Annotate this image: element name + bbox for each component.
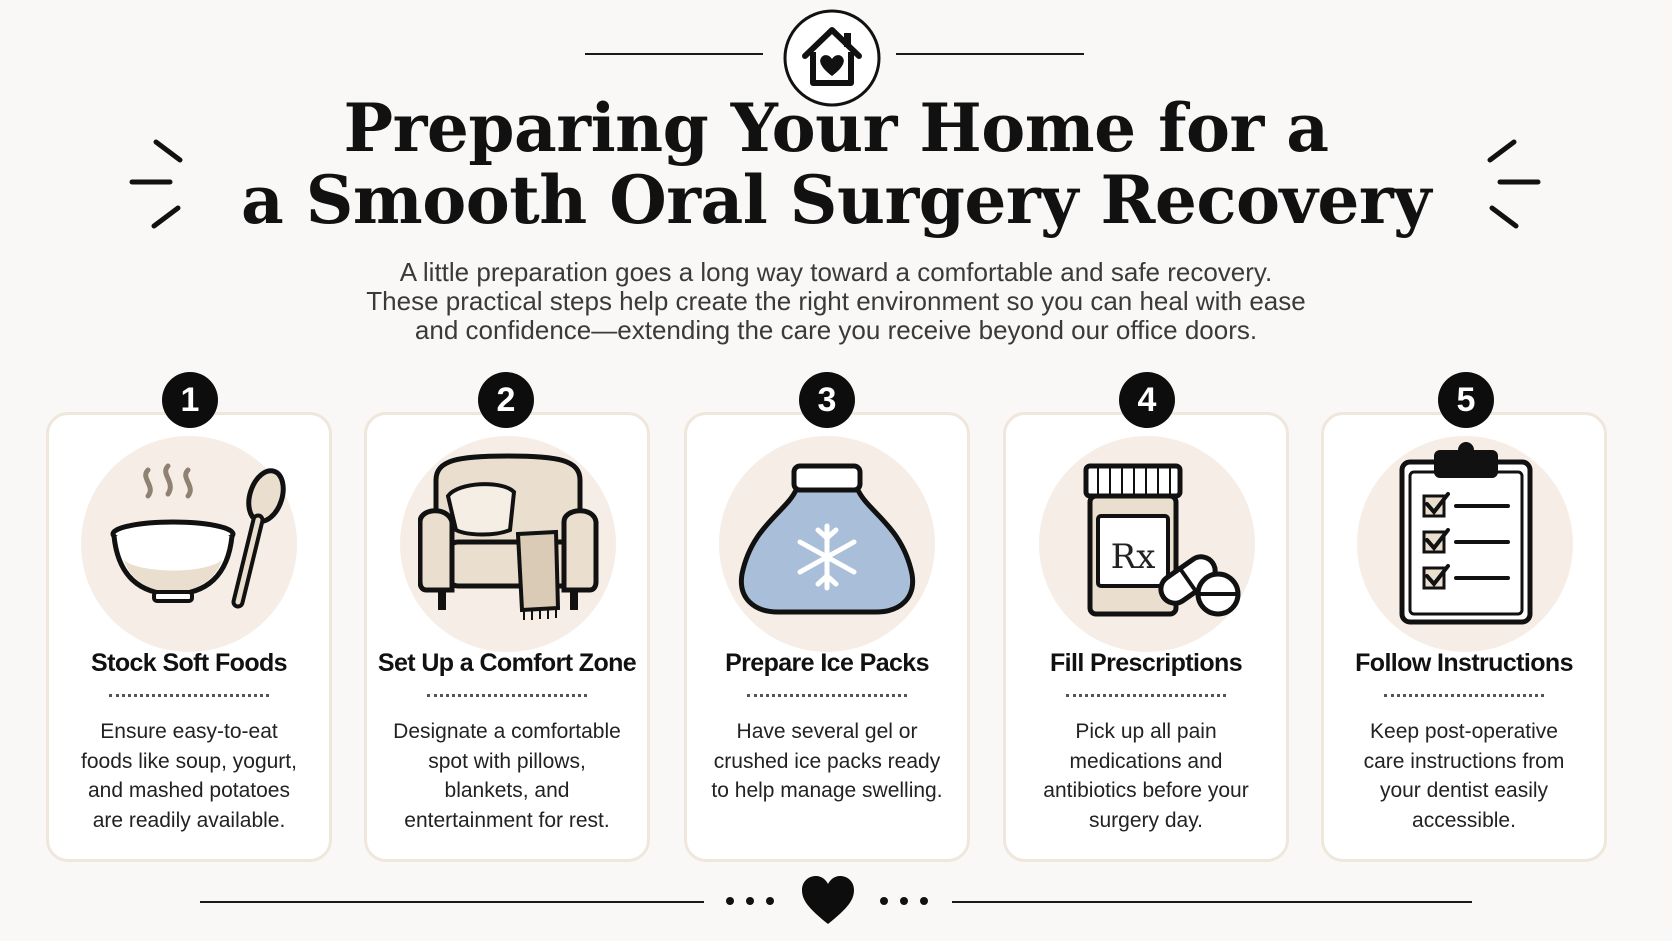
step-description-line: are readily available.: [92, 808, 286, 832]
step-description-line: foods like soup, yogurt,: [81, 749, 297, 773]
footer-dots-left: [726, 897, 774, 905]
step-description-line: Designate a comfortable: [393, 720, 621, 743]
footer-rule-right: [952, 901, 1472, 903]
home-heart-icon: [783, 9, 881, 107]
heart-icon: [802, 876, 854, 924]
clipboard-checklist-icon: [1399, 442, 1533, 625]
page-title-line-1: Preparing Your Home for a: [343, 89, 1329, 167]
step-divider: [109, 694, 269, 701]
prescription-bottle-icon: Rx: [1083, 463, 1241, 617]
step-description-line: Keep post-operative: [1370, 720, 1558, 743]
soup-bowl-icon: [110, 463, 286, 609]
step-title: Stock Soft Foods: [91, 649, 288, 677]
step-number-badge: 1: [162, 372, 218, 428]
step-divider: [1066, 694, 1226, 701]
step-description-line: spot with pillows,: [428, 749, 586, 773]
step-title: Follow Instructions: [1355, 649, 1573, 677]
step-description: Ensure easy-to-eat foods like soup, yogu…: [58, 717, 320, 835]
sparkle-right-icon: [1487, 139, 1541, 229]
step-description: Have several gel or crushed ice packs re…: [696, 717, 958, 806]
subtitle-line-2: These practical steps help create the ri…: [366, 286, 1306, 316]
step-description-line: Ensure easy-to-eat: [100, 720, 278, 743]
step-description-line: entertainment for rest.: [404, 808, 610, 832]
step-description-line: Have several gel or: [736, 720, 918, 743]
page-title: Preparing Your Home for a a Smooth Oral …: [0, 92, 1672, 236]
step-description-line: Pick up all pain: [1075, 720, 1217, 743]
step-description-line: and mashed potatoes: [88, 779, 290, 802]
step-description-line: your dentist easily: [1379, 779, 1549, 802]
rx-label: Rx: [1111, 537, 1156, 577]
page-subtitle: A little preparation goes a long way tow…: [0, 258, 1672, 345]
step-number-badge: 5: [1438, 372, 1494, 428]
step-description: Pick up all pain medications and antibio…: [1015, 717, 1277, 835]
armchair-icon: [418, 453, 599, 620]
step-description-line: crushed ice packs ready: [713, 749, 941, 773]
step-divider: [747, 694, 907, 701]
step-title: Prepare Ice Packs: [725, 649, 929, 677]
footer-dots-right: [880, 897, 928, 905]
step-divider: [427, 694, 587, 701]
step-description: Keep post-operative care instructions fr…: [1333, 717, 1595, 835]
step-number-badge: 3: [799, 372, 855, 428]
step-title: Fill Prescriptions: [1049, 649, 1243, 677]
sparkle-left-icon: [129, 139, 183, 229]
step-title: Set Up a Comfort Zone: [377, 649, 637, 677]
step-description-line: accessible.: [1412, 808, 1516, 832]
header-rule-left: [585, 53, 763, 55]
step-number-badge: 2: [478, 372, 534, 428]
step-description: Designate a comfortable spot with pillow…: [376, 717, 638, 835]
step-description-line: to help manage swelling.: [711, 779, 943, 802]
step-description-line: medications and: [1069, 749, 1223, 773]
header-rule-right: [896, 53, 1084, 55]
step-description-line: surgery day.: [1089, 808, 1203, 832]
page-title-line-2: a Smooth Oral Surgery Recovery: [241, 161, 1431, 239]
step-description-line: antibiotics before your: [1043, 779, 1249, 802]
step-number-badge: 4: [1119, 372, 1175, 428]
subtitle-line-1: A little preparation goes a long way tow…: [399, 257, 1273, 287]
step-description-line: blankets, and: [444, 779, 570, 802]
subtitle-line-3: and confidence—extending the care you re…: [414, 315, 1258, 345]
ice-pack-icon: [738, 463, 916, 615]
step-divider: [1384, 694, 1544, 701]
footer-rule-left: [200, 901, 704, 903]
step-description-line: care instructions from: [1363, 749, 1565, 773]
